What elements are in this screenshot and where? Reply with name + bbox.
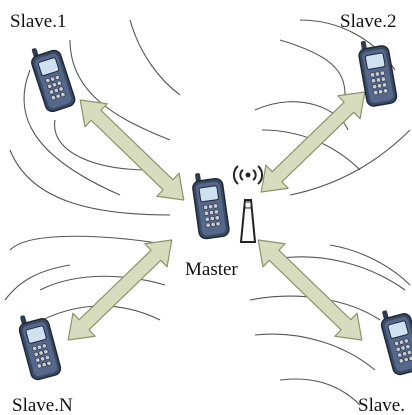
- slave-1-phone-icon: [26, 40, 78, 114]
- arrow-slave-2-master: [260, 91, 366, 193]
- arrow-slave-partial-master: [257, 239, 363, 341]
- link-arrows: [67, 91, 366, 341]
- arrow-slave-n-master: [67, 239, 173, 341]
- arrow-slave-1-master: [79, 99, 185, 201]
- slave-1-node: Slave.1: [10, 11, 78, 114]
- slave-partial-node: Slave.: [358, 303, 412, 415]
- master-phone-icon: [190, 169, 231, 241]
- slave-partial-phone-icon: [377, 303, 412, 377]
- slave-n-phone-icon: [15, 308, 63, 382]
- master-node: Master: [185, 165, 264, 280]
- slave-1-label: Slave.1: [10, 11, 66, 32]
- slave-2-node: Slave.2: [340, 11, 399, 108]
- master-label: Master: [185, 259, 238, 280]
- slave-n-node: Slave.N: [12, 308, 73, 415]
- slave-partial-label: Slave.: [358, 395, 405, 415]
- slave-n-label: Slave.N: [12, 395, 73, 415]
- antenna-icon: [232, 165, 264, 243]
- slave-2-label: Slave.2: [340, 11, 396, 32]
